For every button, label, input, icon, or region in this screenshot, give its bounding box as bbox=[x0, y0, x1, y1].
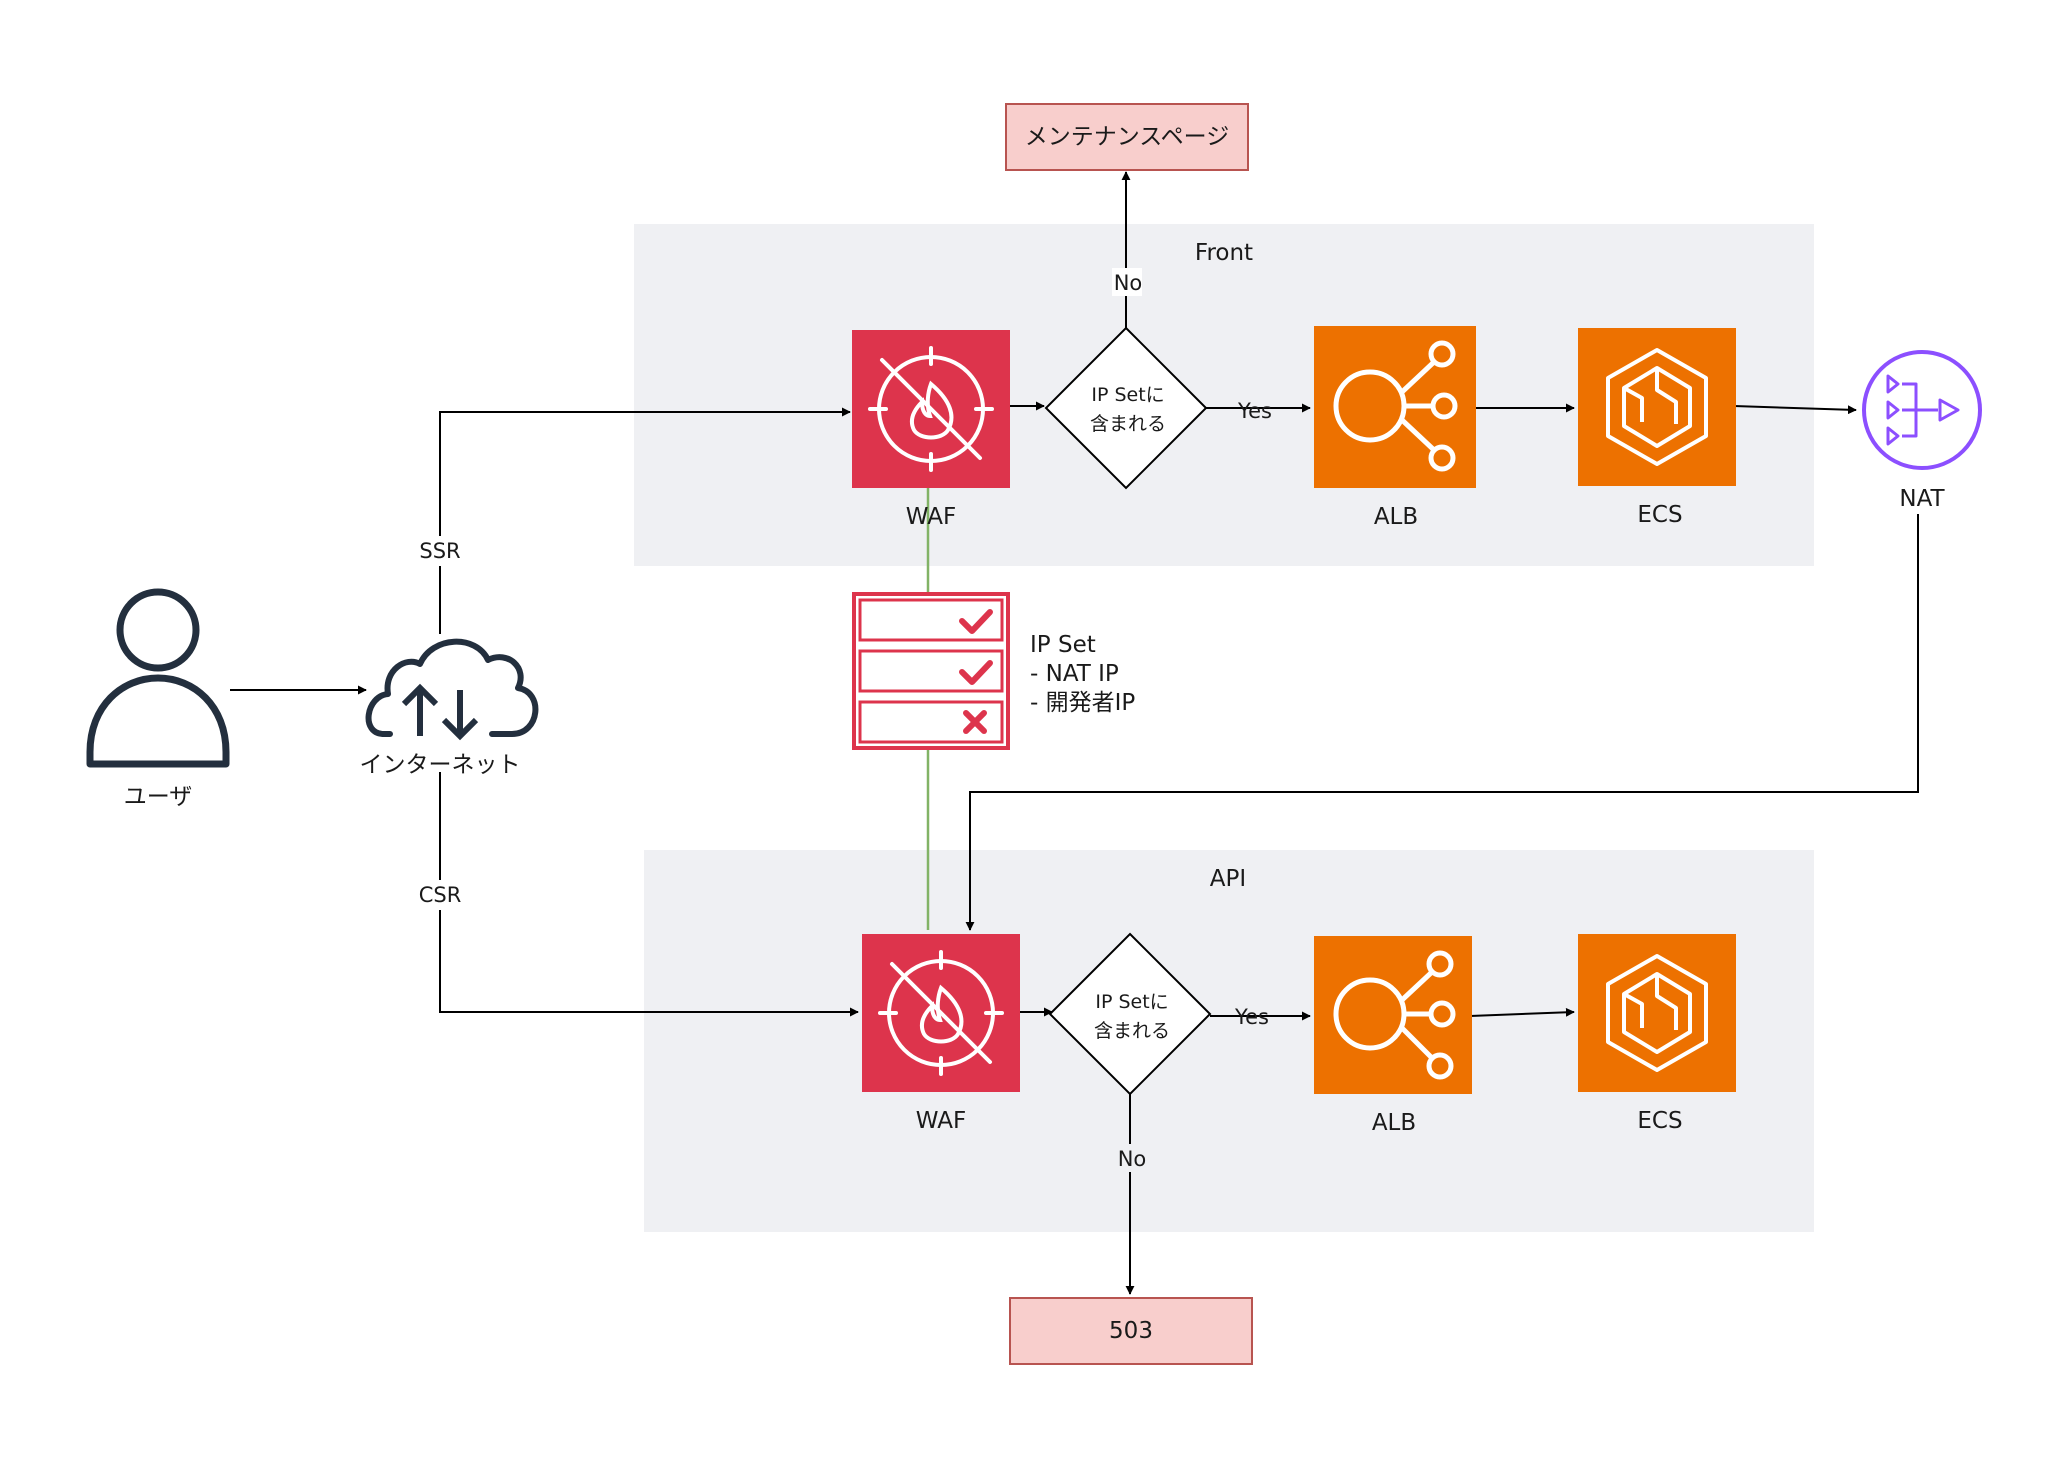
user-label: ユーザ bbox=[124, 784, 193, 810]
ip-set-title: IP Set bbox=[1030, 632, 1096, 658]
front-alb-label: ALB bbox=[1374, 504, 1418, 530]
ip-set-checklist-icon bbox=[852, 592, 1010, 750]
nat-label: NAT bbox=[1899, 486, 1945, 512]
front-ecs-node bbox=[1578, 328, 1736, 486]
check-icon bbox=[959, 609, 993, 634]
ecs-icon bbox=[1606, 954, 1708, 1072]
edge-label-front-yes: Yes bbox=[1237, 399, 1272, 423]
front-ecs-label: ECS bbox=[1637, 502, 1682, 528]
front-alb-node bbox=[1314, 326, 1476, 488]
edge-api-alb-ecs bbox=[1469, 1007, 1575, 1017]
edge-label-front-no: No bbox=[1114, 271, 1143, 295]
ip-set-item-dev: - 開発者IP bbox=[1030, 690, 1135, 716]
api-decision-diamond bbox=[1048, 932, 1212, 1096]
api-group-label: API bbox=[1210, 866, 1246, 892]
api-decision-line2: 含まれる bbox=[1094, 1020, 1170, 1042]
api-alb-node bbox=[1314, 936, 1472, 1094]
api-ecs-node bbox=[1578, 934, 1736, 1092]
front-decision-line2: 含まれる bbox=[1090, 413, 1166, 435]
edge-label-api-no: No bbox=[1118, 1147, 1147, 1171]
alb-icon bbox=[1333, 950, 1456, 1080]
internet-cloud-icon bbox=[365, 638, 539, 741]
nat-gateway-icon bbox=[1862, 350, 1982, 470]
waf-icon bbox=[868, 346, 994, 472]
error-503-label: 503 bbox=[1109, 1318, 1153, 1344]
waf-icon bbox=[878, 950, 1004, 1076]
edge-front-ecs-nat bbox=[1733, 405, 1857, 415]
edge-label-csr: CSR bbox=[419, 883, 462, 907]
front-decision-line1: IP Setに bbox=[1091, 384, 1164, 406]
error-503-box bbox=[1009, 1297, 1253, 1365]
ecs-icon bbox=[1606, 348, 1708, 466]
user-icon bbox=[86, 588, 230, 768]
edge-label-api-yes: Yes bbox=[1234, 1005, 1269, 1029]
api-waf-label: WAF bbox=[916, 1108, 966, 1134]
alb-icon bbox=[1333, 340, 1458, 472]
maintenance-box bbox=[1005, 103, 1249, 171]
api-ecs-label: ECS bbox=[1637, 1108, 1682, 1134]
front-waf-node bbox=[852, 330, 1010, 488]
front-waf-label: WAF bbox=[906, 504, 956, 530]
front-group-label: Front bbox=[1195, 240, 1253, 266]
edge-csr bbox=[439, 772, 859, 1017]
ip-set-item-nat: - NAT IP bbox=[1030, 661, 1119, 687]
api-alb-label: ALB bbox=[1372, 1110, 1416, 1136]
check-icon bbox=[959, 660, 993, 685]
front-decision-diamond bbox=[1044, 326, 1208, 490]
maintenance-label: メンテナンスページ bbox=[1025, 124, 1229, 150]
api-decision-line1: IP Setに bbox=[1095, 991, 1168, 1013]
cross-icon bbox=[963, 710, 987, 734]
edge-label-ssr: SSR bbox=[419, 539, 460, 563]
api-waf-node bbox=[862, 934, 1020, 1092]
internet-label: インターネット bbox=[360, 752, 521, 778]
edge-nat-api-waf bbox=[965, 514, 1919, 931]
